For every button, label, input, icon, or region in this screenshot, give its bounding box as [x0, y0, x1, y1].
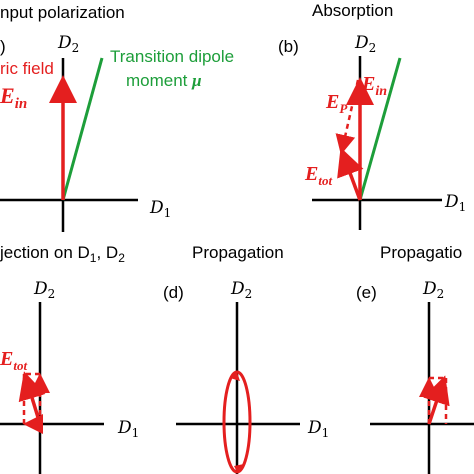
panel-a-e-in-label: Ein: [0, 83, 27, 112]
panel-a-field-label: ric field: [0, 59, 54, 78]
panel-c-title: jection on D1, D2: [0, 243, 125, 265]
panel-a-y-label: D2: [57, 33, 79, 55]
panel-d-ellipse-arrow-top: [230, 372, 240, 381]
panel-a-title: nput polarization: [0, 3, 125, 22]
panel-c-e-tot-label: Etot: [0, 348, 27, 373]
panel-b-e-p-arrow: [335, 79, 360, 155]
panel-a-dipole-label-2: moment μ: [126, 71, 202, 90]
panel-b-y-label: D2: [354, 33, 376, 55]
panel-e-y-label: D2: [422, 279, 444, 301]
panel-c-y-label: D2: [33, 279, 55, 301]
panel-a-dipole-line: [61, 57, 104, 201]
panel-e: Propagatio (e) D2: [356, 243, 474, 474]
panel-a-dipole-label-1: Transition dipole: [110, 47, 234, 66]
panel-b-e-tot-arrow: [337, 147, 364, 201]
panel-d-ellipse-arrow-bottom: [234, 464, 244, 472]
panel-d-tag: (d): [163, 283, 184, 302]
panel-b-x-label: D1: [444, 192, 466, 214]
panel-d-y-label: D2: [230, 279, 252, 301]
panel-e-title: Propagatio: [380, 243, 462, 262]
panel-a-tag: ): [0, 37, 6, 56]
panel-c-e-tot-arrow: [18, 371, 46, 425]
panel-b-title: Absorption: [312, 1, 393, 20]
panel-b-e-tot-label: Etot: [304, 163, 332, 188]
panel-b-tag: (b): [278, 37, 299, 56]
panel-e-tag: (e): [356, 283, 377, 302]
panel-d-title: Propagation: [192, 243, 284, 262]
panel-b-dipole-line: [358, 57, 402, 201]
panel-a: nput polarization ) D2 D1 Transition dip…: [0, 3, 234, 232]
panel-b-e-in-label: Ein: [361, 73, 387, 99]
panel-d: Propagation (d) D2 D1: [163, 243, 329, 474]
panel-a-x-label: D1: [149, 198, 171, 220]
panel-e-vector-arrow: [423, 375, 450, 425]
panel-b: Absorption (b) D2 D1 Ein EP Etot: [278, 1, 466, 230]
panel-c-x-label: D1: [117, 418, 139, 440]
panel-c: jection on D1, D2 D2 D1 Etot: [0, 243, 139, 474]
panel-b-e-p-label: EP: [325, 91, 348, 116]
panel-d-x-label: D1: [307, 418, 329, 440]
